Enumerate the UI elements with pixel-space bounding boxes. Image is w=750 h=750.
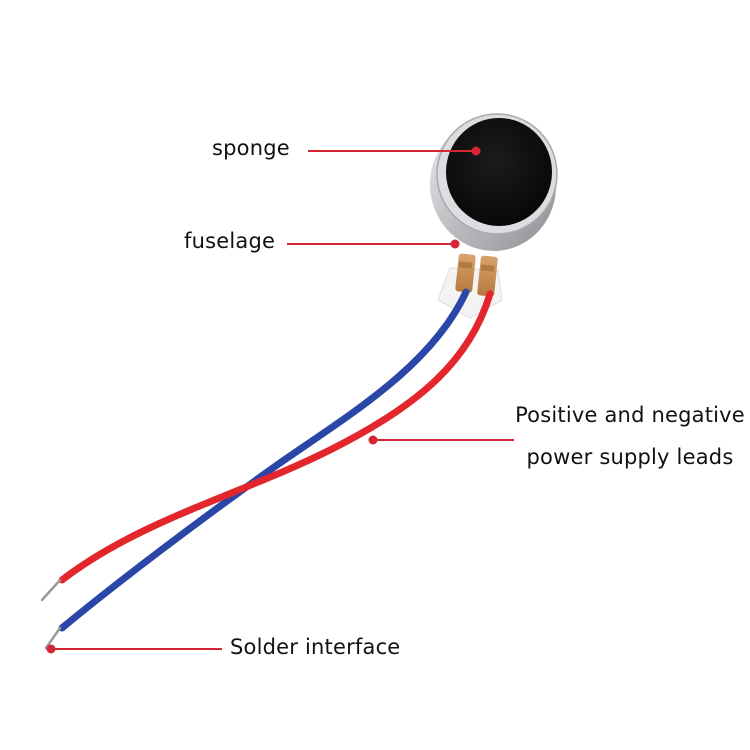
label-fuselage: fuselage (184, 229, 276, 253)
callout-lines (46, 146, 514, 654)
motor-body (429, 113, 558, 319)
label-solder-interface: Solder interface (230, 635, 401, 659)
wire-negative (58, 288, 470, 632)
terminal-pads (455, 253, 498, 297)
sponge-pad (446, 118, 552, 226)
label-power-leads: Positive and negative power supply leads (514, 400, 746, 473)
lead-wires (40, 288, 494, 650)
wire-positive (58, 290, 494, 584)
label-power-leads-line1: Positive and negative (515, 403, 745, 427)
label-sponge: sponge (212, 136, 290, 160)
label-power-leads-line2: power supply leads (526, 444, 734, 469)
